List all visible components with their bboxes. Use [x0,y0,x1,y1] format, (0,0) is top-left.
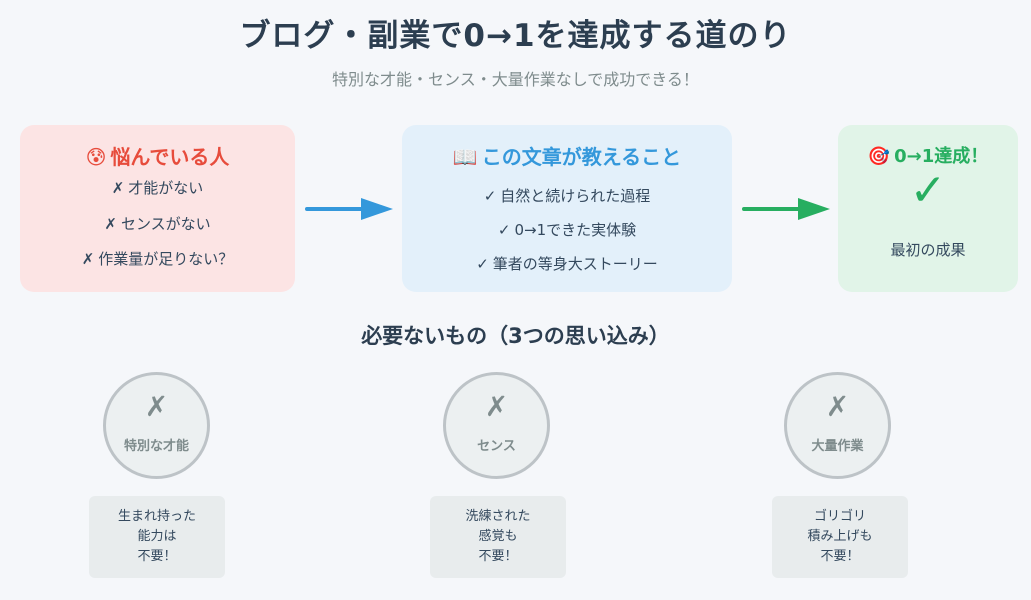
cross-icon: ✗ [81,250,95,268]
big-check-icon: ✓ [909,165,947,216]
goal-box: 🎯0→1達成！ ✓ 最初の成果 [838,125,1018,292]
check-icon: ✓ [497,221,511,239]
not-needed-circle: ✗ 大量作業 [784,372,891,479]
cross-icon: ✗ [144,390,169,423]
arrow-right-icon [305,196,395,222]
cross-icon: ✗ [825,390,850,423]
not-needed-note: 洗練された 感覚も 不要！ [430,496,566,578]
content-item: ✓自然と続けられた過程 [483,187,651,205]
check-icon: ✓ [483,187,497,205]
problem-item: ✗センスがない [104,215,211,233]
problem-title: 😰悩んでいる人 [85,145,230,169]
goal-caption: 最初の成果 [890,241,966,259]
target-icon: 🎯 [867,146,891,167]
page-subtitle: 特別な才能・センス・大量作業なしで成功できる！ [332,70,699,89]
not-needed-label: 特別な才能 [123,439,189,454]
content-item: ✓0→1できた実体験 [497,221,637,239]
not-needed-note: 生まれ持った 能力は 不要！ [89,496,225,578]
section-title: 必要ないもの（3つの思い込み） [361,324,670,348]
problem-box: 😰悩んでいる人 ✗才能がない ✗センスがない ✗作業量が足りない？ [20,125,295,292]
cross-icon: ✗ [104,215,117,233]
not-needed-circle: ✗ センス [443,372,550,479]
cross-icon: ✗ [484,390,509,423]
goal-title: 🎯0→1達成！ [867,146,989,167]
not-needed-label: 大量作業 [811,439,864,454]
page-title: ブログ・副業で0→1を達成する道のり [239,18,792,54]
cross-icon: ✗ [111,179,125,197]
check-icon: ✓ [476,255,489,273]
worried-face-icon: 😰 [85,145,107,169]
content-box: 📖この文章が教えること ✓自然と続けられた過程 ✓0→1できた実体験 ✓筆者の等… [402,125,732,292]
content-item: ✓筆者の等身大ストーリー [476,255,658,273]
not-needed-label: センス [477,439,516,454]
arrow-right-icon [742,196,832,222]
content-title: 📖この文章が教えること [452,145,682,169]
problem-item: ✗才能がない [111,179,204,197]
problem-item: ✗作業量が足りない？ [81,250,234,268]
not-needed-circle: ✗ 特別な才能 [103,372,210,479]
not-needed-note: ゴリゴリ 積み上げも 不要！ [772,496,908,578]
open-book-icon: 📖 [452,145,478,169]
